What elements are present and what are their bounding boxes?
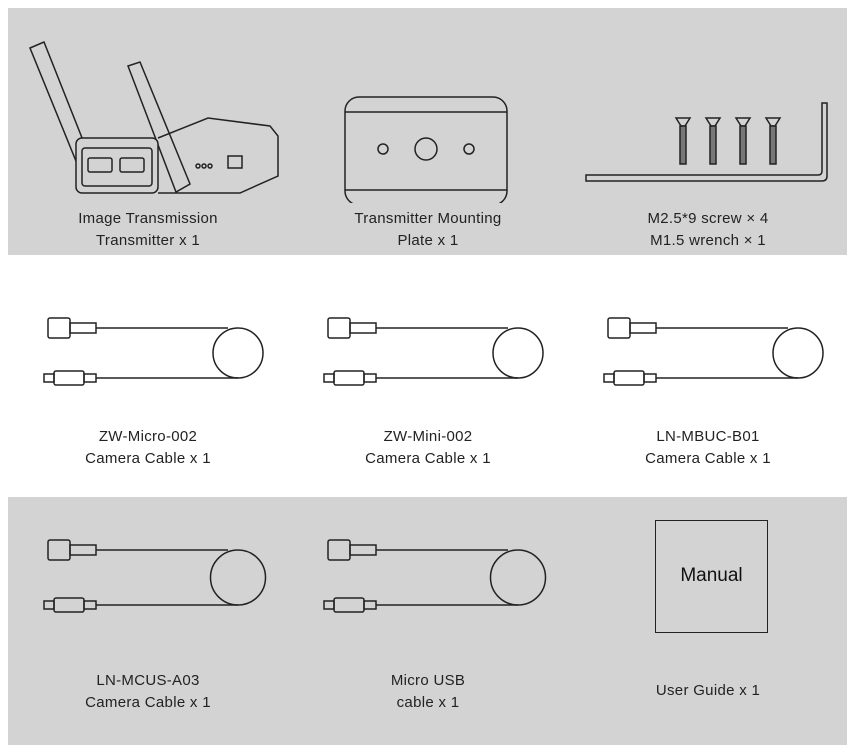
cable-illustration [43, 539, 267, 613]
label-line-2: Camera Cable x 1 [365, 450, 491, 467]
cable-coil [772, 327, 824, 379]
accessories-row-1: Image Transmission Transmitter x 1 Trans… [8, 8, 847, 255]
screw-icon [704, 117, 722, 165]
connector-bottom-body [613, 370, 645, 386]
wrench-icon [585, 102, 828, 182]
connector-top-sleeve [69, 544, 97, 556]
screw-icon [764, 117, 782, 165]
item-transmitter: Image Transmission Transmitter x 1 [8, 8, 288, 255]
label-line-2: Camera Cable x 1 [85, 450, 211, 467]
connector-bottom-icon [43, 373, 55, 383]
connector-bottom-icon [43, 600, 55, 610]
cable-illustration [43, 317, 264, 386]
accessories-row-3: LN-MCUS-A03 Camera Cable x 1 Micro USB c… [8, 497, 847, 745]
connector-top-icon [607, 317, 631, 339]
label-line-2: cable x 1 [396, 694, 460, 711]
item-mounting-plate: Transmitter Mounting Plate x 1 [288, 8, 568, 255]
cable-illustration [603, 317, 824, 386]
connector-top-sleeve [349, 322, 377, 334]
connector-top-icon [47, 317, 71, 339]
accessories-row-2: ZW-Micro-002 Camera Cable x 1 ZW-Mini-00… [8, 255, 847, 497]
connector-bottom-icon [323, 373, 335, 383]
transmitter-illustration [29, 41, 279, 194]
cable-illustration [323, 317, 544, 386]
item-ln-mcus-cable: LN-MCUS-A03 Camera Cable x 1 [8, 497, 288, 745]
connector-bottom-sleeve [363, 373, 377, 383]
item-label: ZW-Mini-002 Camera Cable x 1 [288, 426, 568, 470]
item-label: M2.5*9 screw × 4 M1.5 wrench × 1 [568, 208, 848, 252]
connector-bottom-sleeve [83, 373, 97, 383]
connector-top-sleeve [349, 544, 377, 556]
item-zw-mini-cable: ZW-Mini-002 Camera Cable x 1 [288, 255, 568, 497]
label-line-2: Plate x 1 [397, 232, 459, 249]
connector-top-sleeve [69, 322, 97, 334]
label-line-1: M2.5*9 screw × 4 [647, 210, 769, 227]
item-screws-wrench: M2.5*9 screw × 4 M1.5 wrench × 1 [568, 8, 848, 255]
cable-coil [492, 327, 544, 379]
manual-illustration: Manual [655, 520, 768, 633]
connector-bottom-icon [603, 373, 615, 383]
label-line-2: Transmitter x 1 [96, 232, 200, 249]
label-line-2: Camera Cable x 1 [645, 450, 771, 467]
label-line-1: LN-MCUS-A03 [96, 672, 200, 689]
label-line-2: M1.5 wrench × 1 [650, 232, 766, 249]
item-label: User Guide x 1 [568, 680, 848, 702]
connector-bottom-body [53, 370, 85, 386]
label-line-2: Camera Cable x 1 [85, 694, 211, 711]
cable-illustration [323, 539, 547, 613]
connector-bottom-icon [323, 600, 335, 610]
item-ln-mbuc-cable: LN-MBUC-B01 Camera Cable x 1 [568, 255, 848, 497]
item-micro-usb-cable: Micro USB cable x 1 [288, 497, 568, 745]
screw-icon [734, 117, 752, 165]
label-line-1: ZW-Micro-002 [98, 428, 198, 445]
item-zw-micro-cable: ZW-Micro-002 Camera Cable x 1 [8, 255, 288, 497]
item-user-guide: User Guide x 1 [568, 497, 848, 745]
connector-top-icon [47, 539, 71, 561]
item-label: LN-MBUC-B01 Camera Cable x 1 [568, 426, 848, 470]
label-line-1: Micro USB [390, 672, 466, 689]
manual-cover-text: Manual [680, 565, 743, 586]
connector-bottom-body [53, 597, 85, 613]
item-label: Transmitter Mounting Plate x 1 [288, 208, 568, 252]
label-line-1: User Guide x 1 [655, 682, 761, 699]
connector-top-icon [327, 317, 351, 339]
screws-wrench-illustration [585, 102, 828, 182]
connector-bottom-body [333, 597, 365, 613]
connector-top-sleeve [629, 322, 657, 334]
cable-coil [212, 327, 264, 379]
screw-icon [674, 117, 692, 165]
item-label: ZW-Micro-002 Camera Cable x 1 [8, 426, 288, 470]
item-label: Image Transmission Transmitter x 1 [8, 208, 288, 252]
item-label: LN-MCUS-A03 Camera Cable x 1 [8, 670, 288, 714]
item-label: Micro USB cable x 1 [288, 670, 568, 714]
connector-bottom-body [333, 370, 365, 386]
label-line-1: Image Transmission [78, 210, 218, 227]
connector-bottom-sleeve [83, 600, 97, 610]
connector-bottom-sleeve [643, 373, 657, 383]
connector-bottom-sleeve [363, 600, 377, 610]
cable-coil [209, 549, 267, 606]
label-line-1: ZW-Mini-002 [383, 428, 473, 445]
cable-coil [489, 549, 547, 606]
mounting-plate-illustration [344, 96, 508, 203]
label-line-1: Transmitter Mounting [354, 210, 502, 227]
label-line-1: LN-MBUC-B01 [656, 428, 760, 445]
connector-top-icon [327, 539, 351, 561]
